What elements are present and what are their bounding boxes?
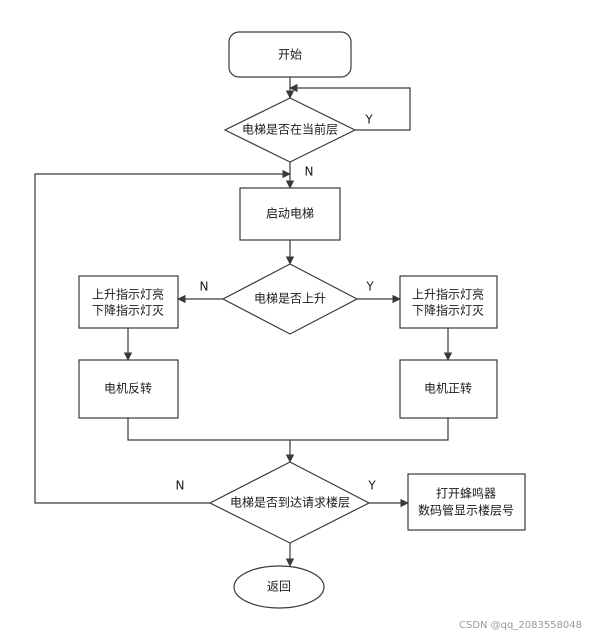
right-lights-node [399,275,498,329]
motor-forward-node [399,359,498,419]
going-up-no-label: N [200,280,209,294]
motor-reverse-node [78,359,179,419]
left-lights-node [78,275,179,329]
return-node [233,565,325,609]
edge-motor-reverse-merge [127,418,290,441]
start-elevator-node [239,187,341,241]
at-floor-no-label: N [305,165,314,179]
going-up-yes-label: Y [365,280,374,294]
start-node [228,31,352,78]
at-floor-decision [223,97,357,163]
reached-floor-yes-label: Y [367,479,376,493]
buzzer-display-label-line1: 打开蜂鸣器 [436,486,496,501]
csdn-watermark: CSDN @qq_2083558048 [459,620,582,631]
left-lights-label-line2: 下降指示灯灭 [92,303,164,318]
reached-floor-no-label: N [176,479,185,493]
buzzer-display-node [407,473,526,531]
right-lights-label-line2: 下降指示灯灭 [412,303,484,318]
edge-at-floor-yes-loop [289,83,411,131]
motor-reverse-label: 电机反转 [104,381,152,396]
reached-floor-decision [208,461,371,544]
at-floor-yes-label: Y [364,113,373,127]
edge-motor-forward-merge [290,418,449,441]
start-node-label: 开始 [278,48,302,62]
going-up-decision-label: 电梯是否上升 [254,292,326,306]
start-elevator-label: 启动电梯 [266,207,314,221]
at-floor-decision-label: 电梯是否在当前层 [242,122,338,137]
right-lights-label-line1: 上升指示灯亮 [412,287,484,302]
reached-floor-decision-label: 电梯是否到达请求楼层 [230,495,350,510]
edge-reached-floor-no-loop [34,169,291,504]
motor-forward-label: 电机正转 [424,381,472,396]
going-up-decision [221,263,359,335]
left-lights-label-line1: 上升指示灯亮 [92,287,164,302]
buzzer-display-label-line2: 数码管显示楼层号 [418,503,514,518]
return-node-label: 返回 [267,580,291,594]
